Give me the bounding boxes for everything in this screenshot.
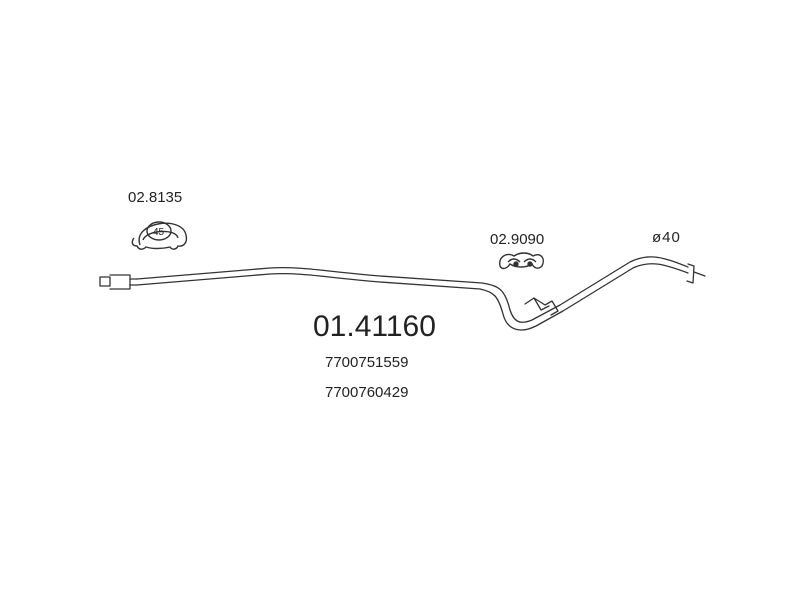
pipe-diameter-label: ø40 [652,229,681,246]
clamp-code-02-8135: 02.8135 [128,189,183,206]
clamp-icon: 45 [131,221,188,250]
clamp-code-02-9090: 02.9090 [490,231,545,248]
part-number: 01.41160 [313,310,436,343]
clamp-size-label: 45 [153,227,165,238]
exhaust-pipe-icon [99,256,706,331]
hanger-icon [499,252,544,270]
oem-number-2: 7700760429 [325,384,409,401]
oem-number-1: 7700751559 [325,354,409,371]
